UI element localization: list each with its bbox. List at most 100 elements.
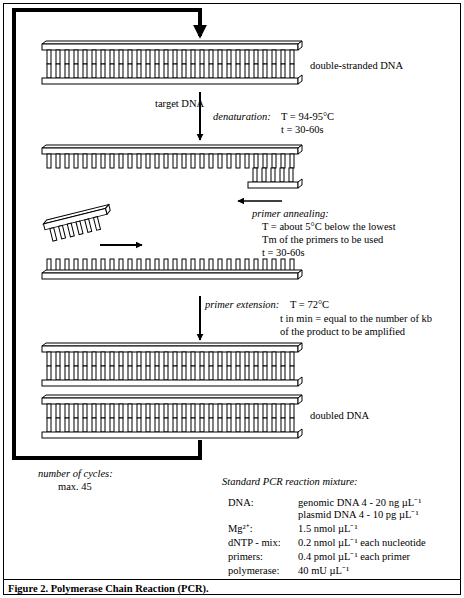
base-rung: [47, 64, 51, 78]
base-rung: [137, 404, 141, 418]
base-row: [47, 64, 294, 78]
base-rung: [272, 50, 276, 64]
base-rung: [119, 352, 123, 366]
base-rung: [110, 352, 114, 366]
strand-backbone: [42, 380, 298, 386]
base-rung: [227, 404, 231, 418]
base-rung: [164, 366, 168, 380]
base-rung: [227, 154, 231, 168]
diagram-label: plasmid DNA 4 - 10 pg µL⁻¹: [298, 509, 419, 521]
strand-backbone: [42, 44, 298, 50]
base-rung: [281, 50, 285, 64]
base-rung: [254, 366, 258, 380]
base-row: [47, 366, 294, 380]
diagram-label: 1.5 nmol µL⁻¹: [298, 523, 358, 535]
base-rung: [56, 366, 60, 380]
base-rung: [146, 64, 150, 78]
diagram-label: t = 30-60s: [281, 124, 324, 136]
base-rung: [83, 64, 87, 78]
base-rung: [164, 418, 168, 432]
diagram-label: primers:: [228, 551, 263, 563]
base-rung: [155, 366, 159, 380]
base-rung: [200, 154, 204, 168]
base-rung: [182, 64, 186, 78]
base-rung: [56, 50, 60, 64]
base-rung: [137, 366, 141, 380]
primer-direction-arrow: [100, 244, 142, 246]
base-rung: [191, 366, 195, 380]
base-rung: [128, 154, 132, 168]
diagram-label: T = 72°C: [290, 299, 329, 311]
base-rung: [200, 366, 204, 380]
base-row: [47, 154, 294, 168]
base-rung: [290, 404, 294, 418]
base-rung: [119, 154, 123, 168]
base-rung: [191, 404, 195, 418]
base-rung: [119, 418, 123, 432]
base-rung: [271, 168, 275, 182]
strand-backbone: [42, 432, 298, 438]
base-rung: [128, 352, 132, 366]
base-rung: [281, 352, 285, 366]
base-rung: [164, 50, 168, 64]
base-rung: [110, 50, 114, 64]
base-rung: [146, 154, 150, 168]
base-rung: [119, 50, 123, 64]
figure-caption: Figure 2. Polymerase Chain Reaction (PCR…: [8, 583, 209, 595]
base-rung: [191, 352, 195, 366]
base-rung: [173, 418, 177, 432]
base-row: [47, 50, 294, 64]
base-rung: [65, 418, 69, 432]
diagram-label: primer annealing:: [252, 208, 329, 220]
base-rung: [47, 154, 51, 168]
base-rung: [209, 352, 213, 366]
base-rung: [245, 50, 249, 64]
base-rung: [47, 366, 51, 380]
double-strand-dna: [42, 41, 302, 84]
base-rung: [254, 154, 258, 168]
base-rung: [119, 404, 123, 418]
base-rung: [245, 404, 249, 418]
base-rung: [83, 50, 87, 64]
diagram-label: of the product to be amplified: [280, 326, 405, 338]
diagram-label: polymerase:: [228, 565, 279, 577]
base-rung: [245, 366, 249, 380]
base-rung: [155, 50, 159, 64]
diagram-label: 0.4 pmol µL⁻¹ each primer: [298, 551, 410, 563]
base-rung: [263, 366, 267, 380]
strand-backbone: [42, 398, 298, 404]
base-rung: [83, 154, 87, 168]
primer-direction-arrow: [238, 200, 282, 202]
base-rung: [182, 50, 186, 64]
base-rung: [67, 223, 74, 237]
strand-backbone-side: [105, 205, 111, 215]
base-rung: [173, 404, 177, 418]
base-rung: [209, 50, 213, 64]
base-rung: [290, 154, 294, 168]
diagram-label: doubled DNA: [310, 410, 369, 422]
double-strand-dna: [42, 343, 302, 386]
strand-backbone-side: [298, 179, 302, 188]
base-rung: [236, 352, 240, 366]
base-rung: [101, 404, 105, 418]
base-rung: [191, 64, 195, 78]
base-rung: [92, 352, 96, 366]
diagram-label: Standard PCR reaction mixture:: [222, 476, 358, 488]
base-rung: [254, 404, 258, 418]
strand-backbone: [42, 273, 298, 279]
diagram-label: genomic DNA 4 - 20 ng µL⁻¹: [298, 497, 421, 509]
base-rung: [59, 225, 66, 239]
base-rung: [209, 64, 213, 78]
base-rung: [74, 366, 78, 380]
base-rung: [65, 352, 69, 366]
base-rung: [101, 418, 105, 432]
base-rung: [173, 366, 177, 380]
base-rung: [218, 64, 222, 78]
base-rung: [56, 64, 60, 78]
base-rung: [137, 418, 141, 432]
base-row: [50, 217, 101, 241]
base-rung: [272, 352, 276, 366]
diagram-label: primer extension:: [205, 299, 279, 311]
base-row: [47, 418, 294, 432]
base-rung: [254, 352, 258, 366]
